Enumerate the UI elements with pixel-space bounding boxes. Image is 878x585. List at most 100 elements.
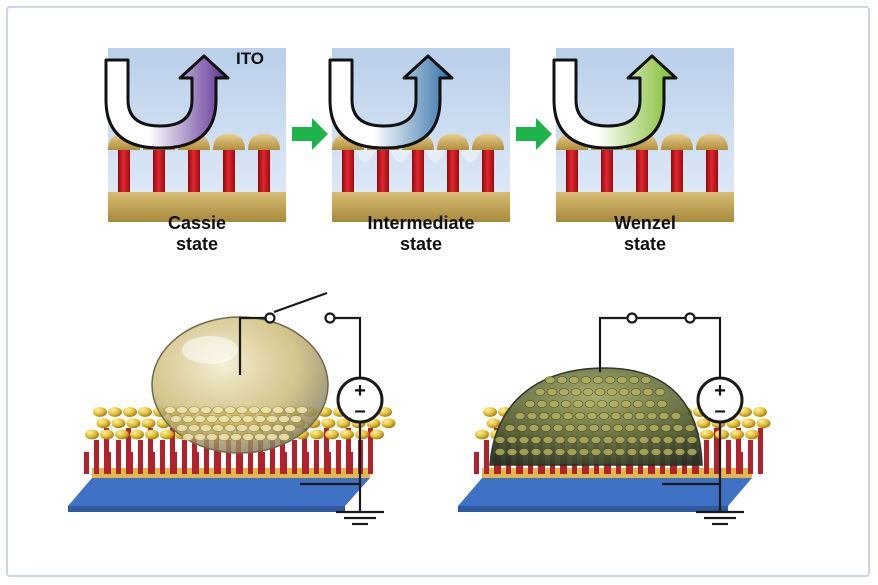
pillar (128, 452, 133, 474)
wetted-cap (494, 448, 506, 456)
panel-pillar (671, 150, 683, 192)
state-label-line2: state (400, 234, 442, 254)
panel-cap (437, 134, 469, 150)
light-reflection-arrow-icon (104, 54, 230, 150)
voltage-source-right (696, 376, 744, 424)
wetted-cap (686, 436, 698, 444)
gold-cap (756, 418, 771, 429)
state-label-line2: state (176, 234, 218, 254)
panel-pillar (636, 150, 648, 192)
wetted-cap (542, 436, 554, 444)
state-label-line1: Intermediate (367, 213, 474, 233)
submerged-cap (242, 415, 254, 423)
wetted-cap (588, 424, 600, 432)
pillar (270, 440, 275, 474)
wetted-cap (518, 448, 530, 456)
panel-pillar (706, 150, 718, 192)
panel-base (108, 192, 286, 222)
panel-pillar (258, 150, 270, 192)
wetted-cap (542, 448, 554, 456)
wetted-cap (604, 376, 616, 384)
wetted-cap (642, 388, 654, 396)
gold-cap (475, 429, 489, 440)
wetted-cap (506, 448, 518, 456)
submerged-cap (242, 433, 254, 441)
submerged-cap (296, 406, 308, 414)
wetted-cap (644, 400, 656, 408)
panel-pillar (566, 150, 578, 192)
submerged-cap (254, 415, 266, 423)
wetted-cap (504, 424, 516, 432)
wetted-cap (546, 388, 558, 396)
submerged-cap (176, 424, 188, 432)
submerged-cap (194, 415, 206, 423)
wetted-cap (598, 412, 610, 420)
submerged-cap (206, 433, 218, 441)
panel-pillar (482, 150, 494, 192)
transition-arrow-2 (516, 118, 552, 150)
gold-cap (141, 418, 156, 429)
wetted-cap (590, 448, 602, 456)
wetted-cap (624, 424, 636, 432)
wetted-cap (558, 388, 570, 396)
wetted-cap (660, 424, 672, 432)
ito-label: ITO (236, 49, 264, 68)
wetted-cap (552, 424, 564, 432)
pillar (346, 428, 351, 474)
pillar (748, 440, 753, 474)
submerged-cap (230, 415, 242, 423)
submerged-cap (182, 415, 194, 423)
submerged-cap (290, 415, 302, 423)
submerged-cap (200, 424, 212, 432)
wetted-cap (658, 412, 670, 420)
panel-cap (696, 134, 728, 150)
gold-cap (325, 429, 339, 440)
plus-sign-left: + (354, 380, 366, 402)
pillar (474, 452, 479, 474)
panel-pillar (601, 150, 613, 192)
wetted-cap (528, 424, 540, 432)
gold-cap (486, 418, 501, 429)
gold-cap (483, 407, 497, 417)
wetted-cap (674, 448, 686, 456)
gold-cap (93, 407, 107, 417)
state-label-line2: state (624, 234, 666, 254)
pillar (738, 452, 743, 474)
pillar (324, 428, 329, 474)
light-reflection-arrow-icon (328, 54, 454, 150)
pillar (148, 428, 153, 474)
submerged-cap (248, 424, 260, 432)
wetted-cap (524, 400, 536, 408)
wetted-cap (594, 388, 606, 396)
wetted-cap (684, 424, 696, 432)
wetted-cap (608, 400, 620, 408)
submerged-cap (236, 424, 248, 432)
wire-left-top (334, 316, 362, 380)
wire-right-electrode (598, 316, 628, 372)
gold-cap (96, 418, 111, 429)
gold-cap (145, 429, 159, 440)
wetted-cap (560, 400, 572, 408)
minus-sign-right: – (714, 400, 725, 422)
state-label-line1: Wenzel (614, 213, 676, 233)
submerged-cap (266, 415, 278, 423)
wire-left-electrode (238, 316, 266, 375)
wetted-cap (550, 412, 562, 420)
panel-pillar (188, 150, 200, 192)
submerged-cap (182, 433, 194, 441)
wetted-cap (632, 400, 644, 408)
submerged-cap (212, 424, 224, 432)
pillar (336, 440, 341, 474)
wetted-cap (650, 436, 662, 444)
state-label-line1: Cassie (168, 213, 226, 233)
electrical-circuits (238, 291, 744, 526)
gold-cap (741, 418, 756, 429)
panel-pillar (153, 150, 165, 192)
wetted-cap (562, 412, 574, 420)
gold-cap (160, 429, 174, 440)
pillar (104, 428, 109, 474)
submerged-cap (230, 433, 242, 441)
wetted-cap (656, 400, 668, 408)
